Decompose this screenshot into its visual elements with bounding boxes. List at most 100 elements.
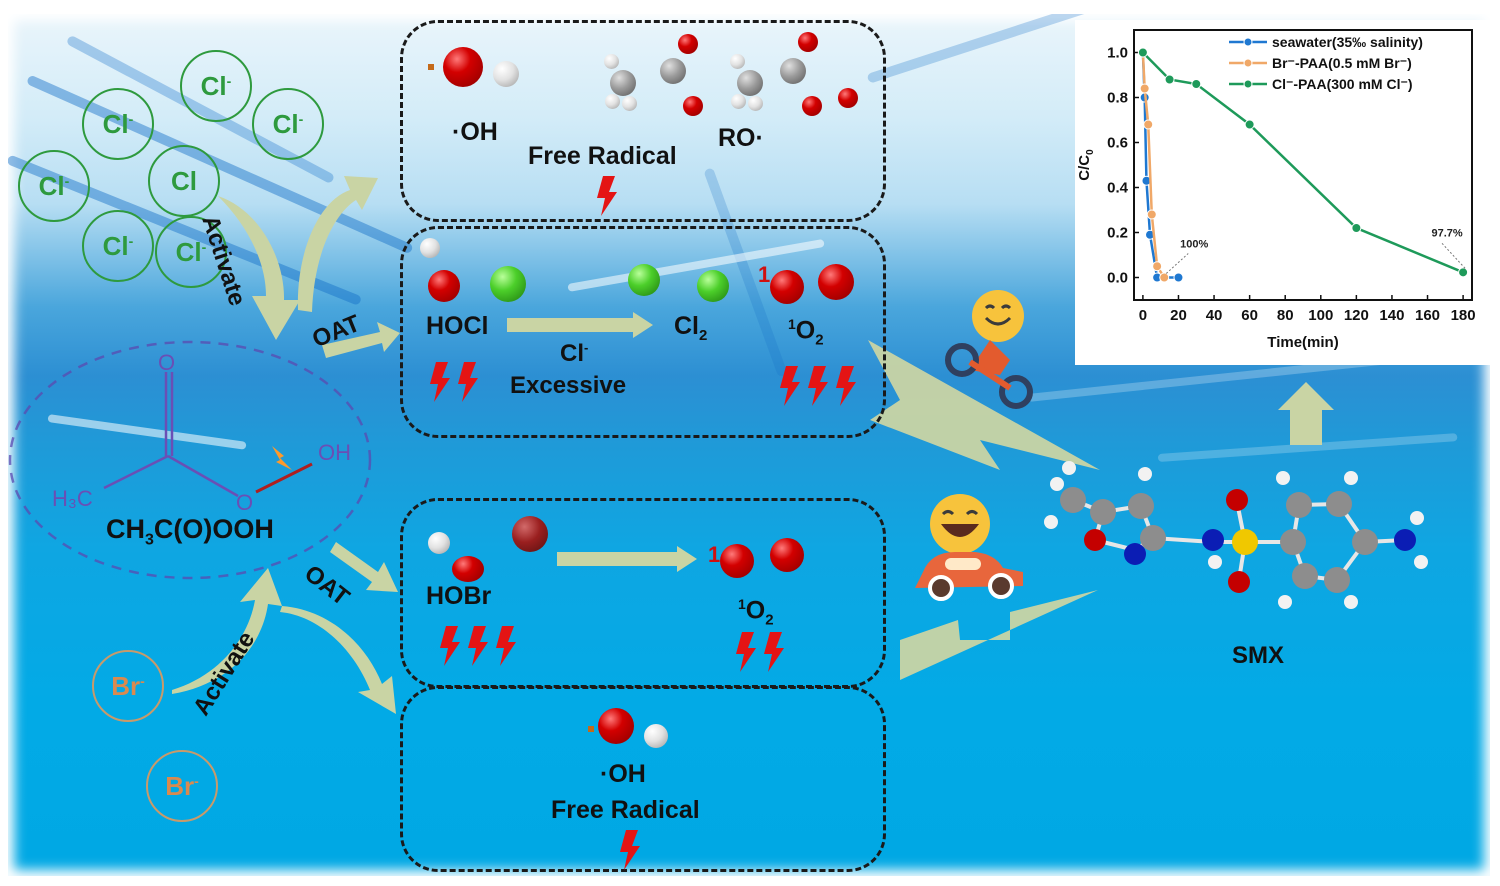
data-point <box>1146 209 1157 220</box>
oxygen-atom <box>452 556 484 582</box>
oxygen-atom <box>798 32 818 52</box>
lightning-bolt-icon <box>597 176 617 216</box>
chlorine-atom <box>490 266 526 302</box>
hydrogen-atom <box>428 532 450 554</box>
annotation-leader <box>1440 241 1466 269</box>
paa-atom-oh: OH <box>318 440 351 465</box>
y-axis-label-subscript: 0 <box>1085 149 1096 155</box>
free-radical-box-bottom <box>400 686 886 872</box>
paa-atom-o-bottom: O <box>236 490 254 515</box>
singlet-oxygen-label: 1O2 <box>788 316 824 349</box>
paa-cleaving-bond <box>255 462 313 494</box>
oxygen-atom <box>1228 571 1250 593</box>
oxygen-atom <box>678 34 698 54</box>
hobr-to-o2-arrow <box>557 546 697 572</box>
annotation-label: 97.7% <box>1432 227 1463 239</box>
oxygen-atom <box>443 47 483 87</box>
lightning-bolt-icon <box>458 362 478 402</box>
data-point <box>1143 119 1154 130</box>
chlorine-species-box <box>400 226 886 438</box>
carbon-atom <box>1286 492 1312 518</box>
paa-atom-h3c: H₃C <box>52 486 93 511</box>
carbon-atom <box>1352 529 1378 555</box>
y-tick-label: 0.6 <box>1107 135 1128 152</box>
y-tick-label: 0.4 <box>1107 180 1129 197</box>
data-point <box>1139 83 1150 94</box>
arrow-to-free-radical <box>297 176 378 312</box>
free-radical-title-bottom: Free Radical <box>551 796 700 824</box>
oxygen-atom <box>770 270 804 304</box>
carbon-atom <box>1140 525 1166 551</box>
chlorine-atom <box>628 264 660 296</box>
oxygen-atom <box>428 270 460 302</box>
bond-cleavage-spark-icon <box>272 446 292 470</box>
lightning-bolt-icon <box>780 366 800 406</box>
legend-label: Cl⁻-PAA(300 mM Cl⁻) <box>1272 76 1413 92</box>
x-tick-label: 160 <box>1415 307 1440 324</box>
series-line <box>1142 51 1464 274</box>
oxygen-atom <box>1226 489 1248 511</box>
data-point <box>1152 261 1163 272</box>
hydroxyl-radical-label: ·OH <box>452 118 498 146</box>
lightning-bolt-icon <box>440 626 460 666</box>
carbon-atom <box>1324 567 1350 593</box>
oxygen-atom <box>802 96 822 116</box>
x-tick-label: 80 <box>1277 307 1294 324</box>
paa-dashed-circle <box>8 340 372 580</box>
x-tick-label: 0 <box>1139 307 1147 324</box>
excessive-label: Excessive <box>510 372 627 399</box>
sulfur-atom <box>1232 529 1258 555</box>
oat-arrow-bottom <box>330 542 398 592</box>
cl2-label: Cl2 <box>674 312 708 344</box>
chloride-ion: Cl- <box>18 150 90 222</box>
x-tick-label: 60 <box>1241 307 1258 324</box>
hydrogen-atom <box>644 724 668 748</box>
lightning-arrow-top <box>868 340 1100 470</box>
y-tick-label: 0.0 <box>1107 270 1128 287</box>
oxygen-atom <box>838 88 858 108</box>
x-axis-label: Time(min) <box>1267 334 1338 351</box>
paa-atom-o-top: O <box>158 350 176 375</box>
oat-arrow-top <box>322 322 400 358</box>
excess-chloride-label: Cl- <box>560 340 589 367</box>
oxygen-atom <box>683 96 703 116</box>
annotation-label: 100% <box>1180 239 1208 251</box>
data-point <box>1458 267 1469 278</box>
nitrogen-atom <box>1394 529 1416 551</box>
carbon-atom <box>1280 529 1306 555</box>
y-tick-label: 0.8 <box>1107 90 1128 107</box>
hocl-to-cl2-arrow <box>507 312 653 338</box>
carbon-atom <box>610 70 636 96</box>
carbon-atom <box>780 58 806 84</box>
hydrogen-atom <box>748 96 763 111</box>
legend-swatch-marker <box>1243 37 1253 47</box>
lightning-bolt-icon <box>496 626 516 666</box>
chloride-ion: Cl- <box>82 88 154 160</box>
lightning-bolt-icon <box>764 632 784 672</box>
oxygen-atom <box>1084 529 1106 551</box>
hydrogen-atom <box>730 54 745 69</box>
carbon-atom <box>660 58 686 84</box>
chlorine-atom <box>697 270 729 302</box>
y-axis-label: C/C0 <box>1076 149 1096 181</box>
nitrogen-atom <box>1124 543 1146 565</box>
hydroxyl-radical-label: ·OH <box>600 760 646 788</box>
x-tick-label: 40 <box>1206 307 1223 324</box>
plot-frame <box>1133 29 1473 301</box>
legend-label: Br⁻-PAA(0.5 mM Br⁻) <box>1272 55 1412 71</box>
data-point <box>1159 272 1170 283</box>
arrow-to-free-radical-bottom <box>280 606 396 714</box>
singlet-mark: 1 <box>758 262 771 287</box>
chloride-ion: Cl- <box>155 216 227 288</box>
hobr-label: HOBr <box>426 582 492 610</box>
x-tick-label: 180 <box>1451 307 1476 324</box>
carbon-atom <box>1090 499 1116 525</box>
free-radical-box-top <box>400 20 886 222</box>
lightning-bolt-icon <box>468 626 488 666</box>
hydrogen-atom <box>604 54 619 69</box>
data-point <box>1164 74 1175 85</box>
lightning-bolt-icon <box>620 830 640 870</box>
lightning-arrow-bottom <box>900 590 1098 680</box>
lightning-bolt-icon <box>836 366 856 406</box>
carbon-atom <box>1292 563 1318 589</box>
